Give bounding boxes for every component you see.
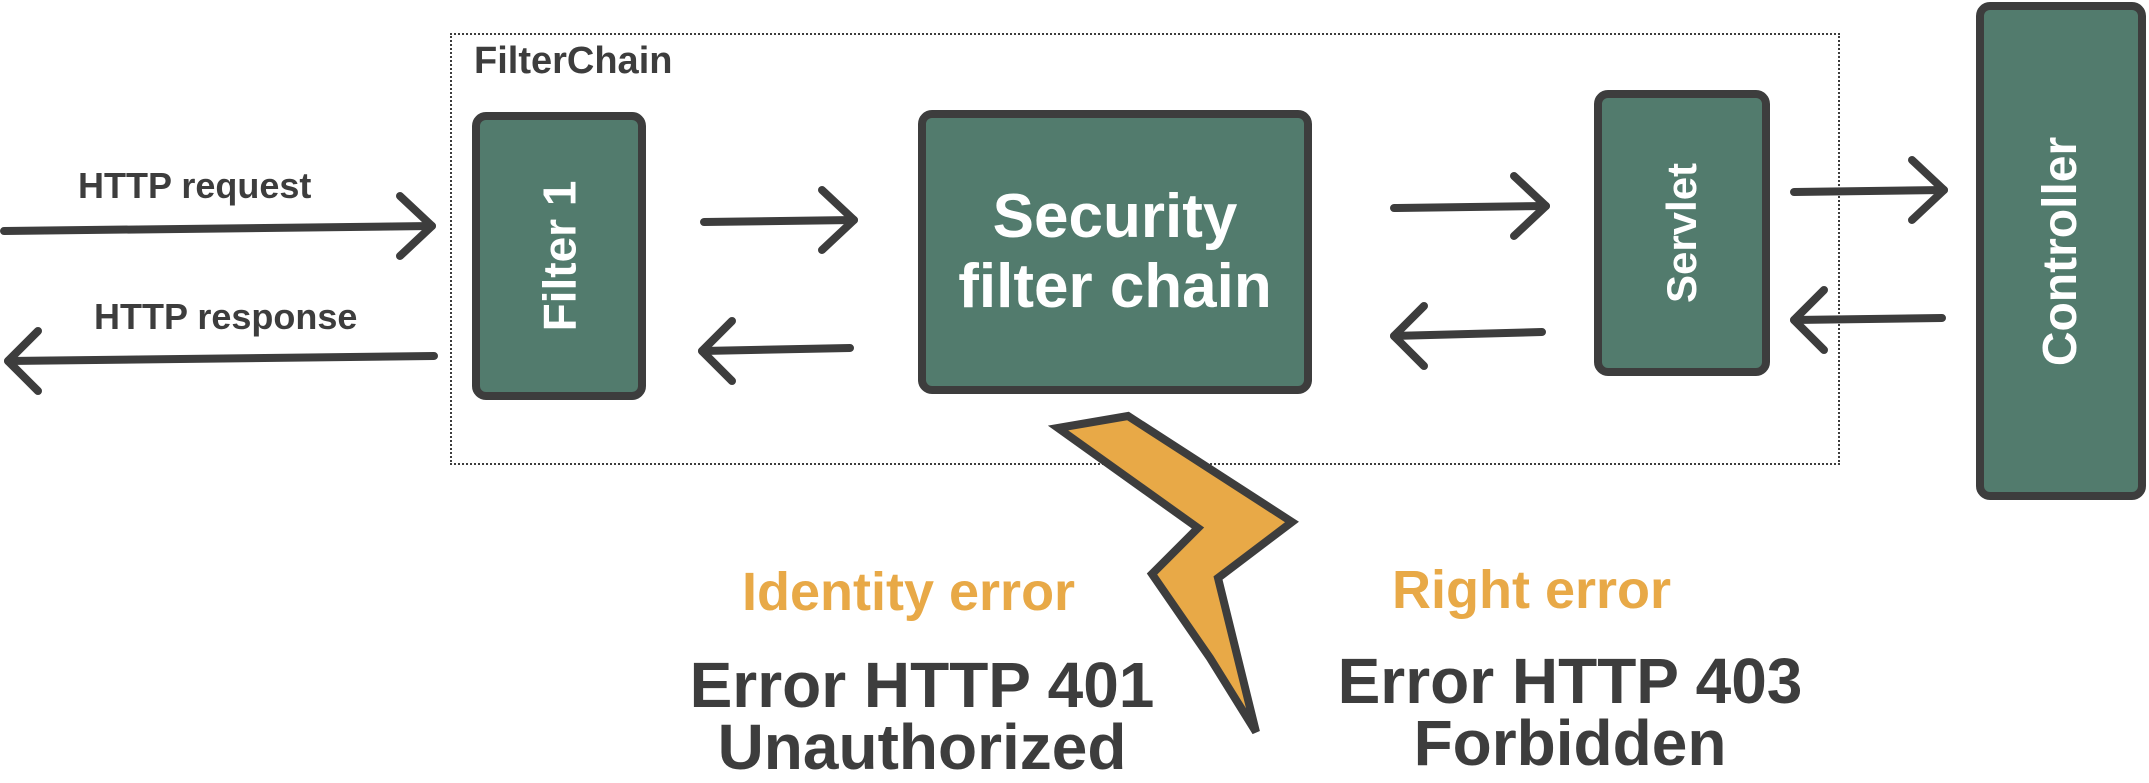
response-arrow-icon <box>4 327 438 395</box>
right-error-description: Error HTTP 403 Forbidden <box>1320 645 1820 779</box>
controller-to-servlet-arrow-icon <box>1790 286 1946 354</box>
filter-to-security-arrow-icon <box>700 186 858 254</box>
identity-error-title: Identity error <box>742 562 1076 622</box>
right-error-code: Error HTTP 403 <box>1337 645 1803 717</box>
security-filter-chain-label: Security filter chain <box>958 182 1272 321</box>
right-error-title: Right error <box>1392 560 1672 620</box>
identity-error-reason: Unauthorized <box>717 711 1127 783</box>
servlet-to-controller-arrow-icon <box>1790 156 1948 224</box>
request-arrow-icon <box>0 192 436 260</box>
filter-chain-label: FilterChain <box>474 40 673 82</box>
identity-error-description: Error HTTP 401 Unauthorized <box>672 649 1172 783</box>
http-response-label: HTTP response <box>94 296 358 337</box>
right-error-reason: Forbidden <box>1413 707 1727 779</box>
security-to-servlet-arrow-icon <box>1390 172 1550 240</box>
http-request-label: HTTP request <box>78 165 312 206</box>
servlet-to-security-arrow-icon <box>1390 302 1546 370</box>
controller-node: Controller <box>1976 2 2146 500</box>
servlet-node: Servlet <box>1594 90 1770 376</box>
lightning-bolt-icon <box>1047 411 1299 735</box>
identity-error-code: Error HTTP 401 <box>689 649 1155 721</box>
security-filter-chain-node: Security filter chain <box>918 110 1312 394</box>
security-to-filter-arrow-icon <box>698 317 854 385</box>
filter-1-node: Filter 1 <box>472 112 646 400</box>
